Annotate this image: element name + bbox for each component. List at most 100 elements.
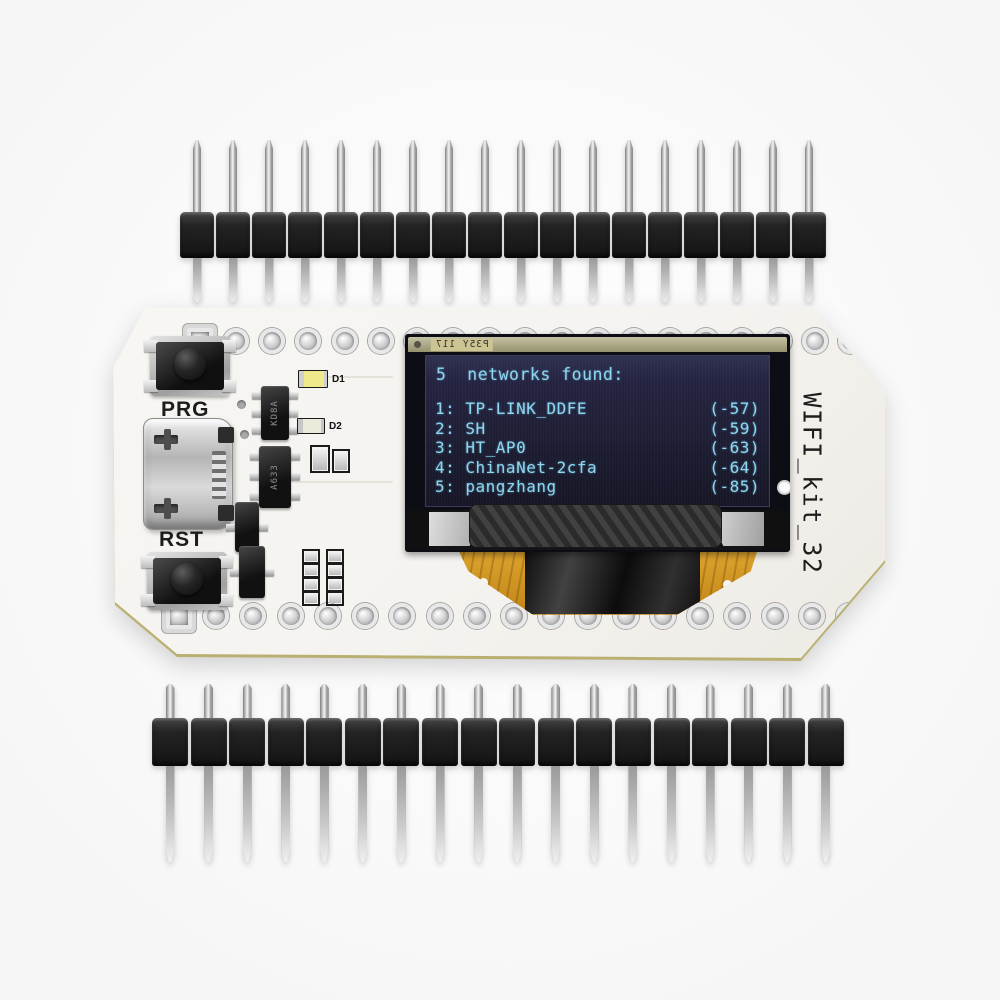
through-hole [352,603,379,629]
pin-plastic-block [344,718,381,766]
header-pin [769,684,806,862]
board-name-silkscreen: WIFI_kit_32 [789,390,835,576]
network-rssi: (-59) [709,418,760,438]
pin-plastic-block [324,212,358,258]
pin-metal [444,258,454,302]
header-pin [229,684,266,862]
usb-shell-tab [218,427,234,443]
pin-metal [165,684,175,718]
pin-metal [435,684,445,718]
header-pin [432,140,466,302]
pcb-trace [263,481,393,483]
header-pin [460,684,497,862]
oled-title: 5 networks found: [436,365,624,384]
network-ssid: 3: HT_AP0 [435,438,527,457]
pin-plastic-block [180,212,214,258]
pin-metal [553,140,561,212]
oled-network-list: 1: TP-LINK_DDFE(-57)2: SH (-59) 3: HT_AP0 (… [435,399,760,497]
pin-metal [481,140,489,212]
oled-network-row: 1: TP-LINK_DDFE(-57) [435,399,760,419]
solder-pad [302,549,320,564]
header-pin [537,684,574,862]
through-hole [331,328,358,354]
pin-plastic-block [614,718,651,766]
pin-metal [769,140,777,212]
header-pin [152,684,188,862]
rst-button [141,552,233,610]
via [237,400,246,409]
pin-plastic-block [537,718,574,766]
dev-board: PRG RST [113,306,885,662]
button-solder-tab [219,594,233,606]
pin-metal [516,258,526,302]
flex-shield-band [525,552,700,614]
pin-metal [821,766,831,862]
pin-metal [697,140,705,212]
pin-metal [265,140,273,212]
pin-metal [589,684,599,718]
led-d1-label: D1 [332,374,345,385]
header-pin [504,140,538,302]
pin-metal [445,140,453,212]
pin-metal [805,140,813,212]
pin-metal [474,684,484,718]
through-hole [463,603,490,629]
pcb-trace [303,376,393,378]
pin-header-top [180,140,826,302]
pin-plastic-block [499,718,536,766]
pin-metal [435,766,445,862]
pin-metal [300,258,310,302]
hole-row-bottom [166,603,862,629]
pin-metal [193,140,201,212]
solder-pad [302,591,320,606]
smd-capacitor [310,445,330,473]
pin-metal [661,140,669,212]
pin-metal [372,258,382,302]
pin-metal [228,258,238,302]
header-pin [540,140,574,302]
pin-plastic-block [807,718,844,766]
pin-metal [358,684,368,718]
usb-dimple [164,498,171,519]
oled-sticker-mirrored: P35Y 117 [431,338,493,351]
pin-plastic-block [383,718,420,766]
through-hole [724,603,751,629]
header-pin [267,684,304,862]
pin-metal [480,258,490,302]
pin-metal [242,684,252,718]
through-hole [314,603,341,629]
pin-plastic-block [396,212,430,258]
header-pin [614,684,651,862]
pin-plastic-block [730,718,767,766]
pin-metal [625,140,633,212]
button-solder-tab [144,380,158,392]
pin-plastic-block [653,718,690,766]
oled-network-row: 2: SH (-59) [435,419,760,439]
rst-label: RST [159,528,204,551]
pin-plastic-block [360,212,394,258]
solder-pad [302,563,320,578]
through-hole [426,603,453,629]
pin-metal [588,258,598,302]
button-solder-tab [144,340,158,352]
header-pin [396,140,430,302]
through-hole [500,603,527,629]
header-pin [653,684,690,862]
pin-metal [358,766,368,862]
pin-plastic-block [229,718,266,766]
network-rssi: (-85) [709,477,760,496]
pin-plastic-block [504,212,538,258]
network-ssid: 2: SH [435,418,486,438]
pin-metal [319,684,329,718]
smd-capacitor [332,449,350,473]
header-pin [344,684,381,862]
header-pin [190,684,227,862]
header-pin [730,684,767,862]
header-pin [612,140,646,302]
pin-metal [229,140,237,212]
pin-metal [552,258,562,302]
pin-metal [705,684,715,718]
pin-plastic-block [267,718,304,766]
transistor-q1: KD8A [252,386,298,440]
